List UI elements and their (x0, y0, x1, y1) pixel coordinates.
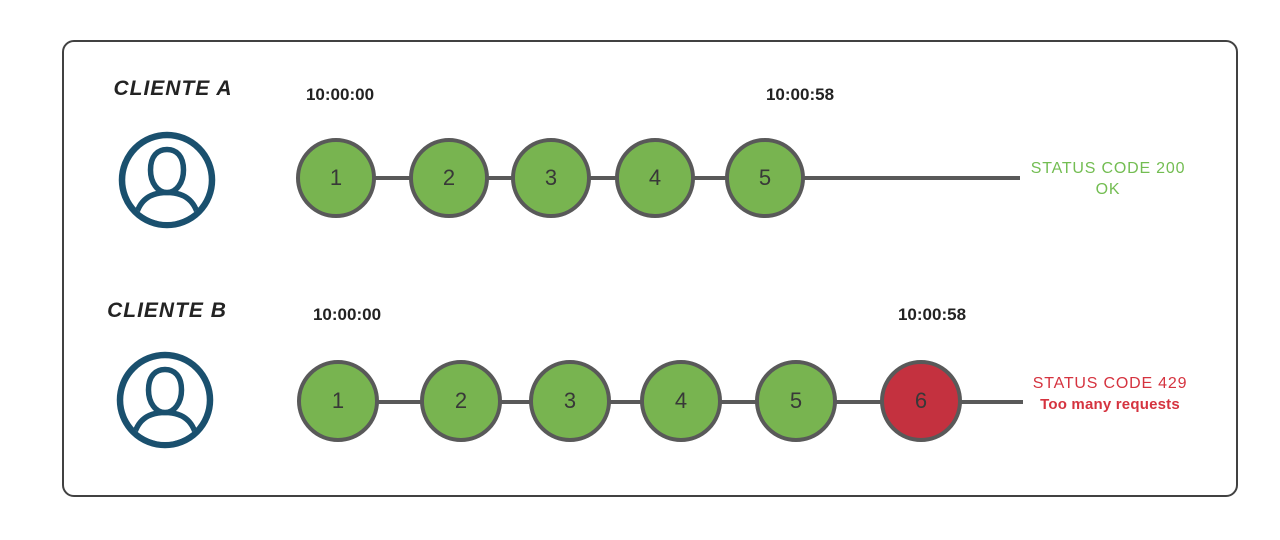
request-circle: 5 (755, 360, 837, 442)
row-a-status: STATUS CODE 200 OK (1031, 159, 1186, 201)
request-circle: 3 (529, 360, 611, 442)
request-circle: 3 (511, 138, 591, 218)
status-message-text: OK (1095, 180, 1121, 198)
status-code-text: STATUS CODE 200 (1030, 160, 1186, 177)
client-b-label: CLIENTE B (107, 299, 227, 322)
row-b-status: STATUS CODE 429 Too many requests (1033, 374, 1188, 414)
request-circle-rate-limited: 6 (880, 360, 962, 442)
user-icon (118, 131, 216, 229)
row-b-end-time: 10:00:58 (897, 305, 967, 324)
client-a-label: CLIENTE A (113, 77, 233, 100)
row-b-start-time: 10:00:00 (312, 305, 382, 324)
request-circle: 2 (420, 360, 502, 442)
request-circle: 2 (409, 138, 489, 218)
request-circle: 4 (640, 360, 722, 442)
request-circle: 1 (297, 360, 379, 442)
status-message-text: Too many requests (1040, 395, 1180, 413)
request-circle: 1 (296, 138, 376, 218)
row-a-end-time: 10:00:58 (765, 85, 835, 104)
user-icon (116, 351, 214, 449)
request-circle: 5 (725, 138, 805, 218)
request-circle: 4 (615, 138, 695, 218)
status-code-text: STATUS CODE 429 (1032, 375, 1188, 392)
row-a-start-time: 10:00:00 (305, 85, 375, 104)
